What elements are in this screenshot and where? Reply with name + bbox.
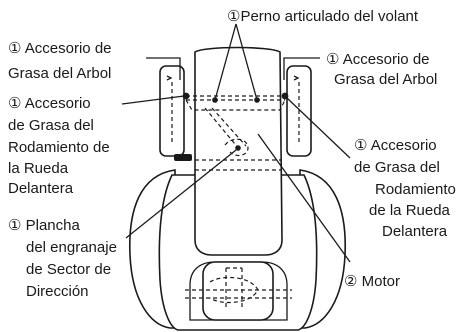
leader-shaft-right [283, 57, 320, 80]
leader-bearing-left [121, 95, 185, 105]
rear-axle [185, 289, 292, 299]
transmission-housing [202, 261, 274, 321]
label-bearing-right-5: Delantera [382, 223, 448, 240]
leader-engine [257, 133, 351, 263]
grease-point-left [182, 92, 190, 100]
differential [209, 276, 259, 304]
label-sector-1: ① Plancha [8, 217, 80, 234]
leader-shaft-left [146, 57, 181, 80]
label-shaft-right-2: Grasa del Arbol [334, 71, 437, 88]
label-bearing-right-1: ① Accesorio [354, 137, 437, 154]
label-sector-2: del engranaje [26, 239, 117, 256]
label-bearing-left-5: Delantera [8, 180, 74, 197]
grease-point-right [281, 92, 289, 100]
axle-beam [185, 99, 286, 111]
drive-shaft [225, 267, 243, 310]
label-bearing-left-3: Rodamiento de [8, 139, 110, 156]
label-bearing-right-3: Rodamiento [375, 181, 456, 198]
label-bearing-left-1: ① Accesorio [8, 95, 91, 112]
label-sector-3: de Sector de [26, 261, 111, 278]
tread-left [166, 75, 173, 81]
label-sector-4: Dirección [26, 283, 89, 300]
hood [194, 46, 283, 256]
label-engine: ② Motor [344, 273, 400, 290]
leader-pivot-right [235, 23, 258, 101]
label-shaft-right-1: ① Accesorio de [326, 51, 430, 68]
leader-bearing-right [286, 97, 351, 159]
leader-sector [125, 149, 237, 239]
label-shaft-left-1: ① Accesorio de [8, 40, 112, 57]
label-bearing-left-4: la Rueda [8, 160, 69, 177]
label-bearing-right-2: de Grasa del [354, 159, 440, 176]
label-bearing-right-4: de la Rueda [369, 202, 451, 219]
lever [174, 154, 192, 161]
label-bearing-left-2: de Grasa del [8, 117, 94, 134]
sector-gear-point [235, 145, 241, 151]
label-steering-pivot-bolt: ①Perno articulado del volant [227, 8, 419, 25]
tread-right [293, 75, 300, 81]
front-axle [186, 95, 285, 101]
leader-pivot-left [214, 23, 237, 101]
label-shaft-left-2: Grasa del Arbol [8, 65, 111, 82]
steering-sector [224, 138, 249, 157]
